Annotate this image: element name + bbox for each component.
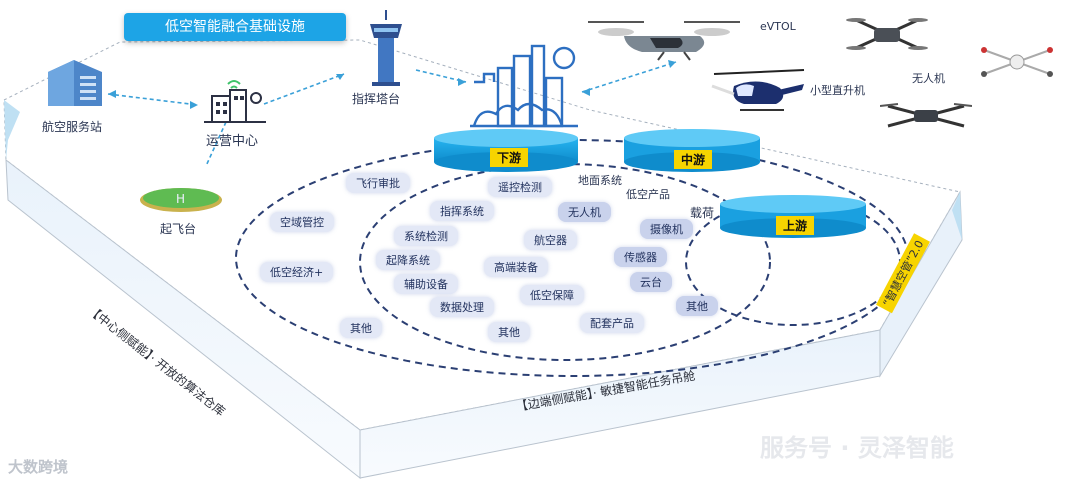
middle-item-remote-detection: 遥控检测 xyxy=(488,177,552,197)
upstream-label: 上游 xyxy=(776,216,815,235)
outer-item-airspace-control: 空域管控 xyxy=(270,212,334,232)
middle-item-drone: 无人机 xyxy=(558,202,611,222)
inner-item-other: 其他 xyxy=(676,296,718,316)
ops-center-label: 运营中心 xyxy=(206,134,259,149)
middle-item-support: 低空保障 xyxy=(520,285,584,305)
drone-label: 无人机 xyxy=(912,72,945,85)
helicopter-label: 小型直升机 xyxy=(810,84,865,97)
middle-item-other: 其他 xyxy=(488,322,530,342)
ground-system-label: 地面系统 xyxy=(578,174,622,187)
outer-item-other: 其他 xyxy=(340,318,382,338)
middle-item-data-processing: 数据处理 xyxy=(430,297,494,317)
outer-item-low-alt-economy: 低空经济+ xyxy=(260,262,334,282)
city-icon xyxy=(470,44,578,128)
drone-icon-2 xyxy=(981,47,1053,77)
outer-item-flight-approval: 飞行审批 xyxy=(346,173,410,193)
middle-item-supporting-products: 配套产品 xyxy=(580,313,644,333)
diagram-title: 低空智能融合基础设施 xyxy=(124,13,346,41)
middle-item-command-system: 指挥系统 xyxy=(430,201,494,221)
low-alt-products-label: 低空产品 xyxy=(626,188,670,201)
inner-item-camera: 摄像机 xyxy=(640,219,693,239)
helicopter-icon xyxy=(711,69,805,111)
middle-item-auxiliary: 辅助设备 xyxy=(394,274,458,294)
svg-text:H: H xyxy=(176,192,185,206)
drone-icon-3 xyxy=(880,103,972,128)
payload-label: 载荷 xyxy=(690,206,715,220)
downstream-label: 下游 xyxy=(490,148,529,167)
evtol-icon xyxy=(588,21,740,61)
watermark-left: 大数跨境 xyxy=(8,458,69,476)
ops-center-icon xyxy=(204,80,266,123)
drone-icon-1 xyxy=(846,18,928,50)
takeoff-pad-label: 起飞台 xyxy=(160,222,197,236)
aviation-station-icon xyxy=(48,60,102,106)
takeoff-pad-icon: H xyxy=(140,188,222,212)
middle-item-aircraft: 航空器 xyxy=(524,230,577,250)
control-tower-icon xyxy=(370,10,402,86)
middle-item-landing-system: 起降系统 xyxy=(376,250,440,270)
watermark-right: 服务号 · 灵泽智能 xyxy=(760,434,954,462)
aviation-station-label: 航空服务站 xyxy=(42,120,103,134)
middle-item-sensor: 传感器 xyxy=(614,247,667,267)
evtol-label: eVTOL xyxy=(760,20,796,33)
midstream-label: 中游 xyxy=(674,150,713,169)
middle-item-system-detection: 系统检测 xyxy=(394,226,458,246)
middle-item-high-end: 高端装备 xyxy=(484,257,548,277)
control-tower-label: 指挥塔台 xyxy=(352,92,401,106)
inner-item-gimbal: 云台 xyxy=(630,272,672,292)
